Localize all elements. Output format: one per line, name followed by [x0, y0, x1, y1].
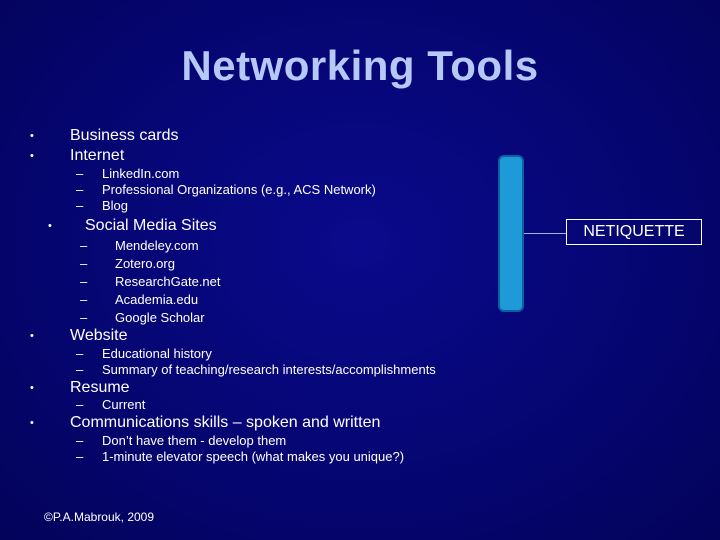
- netiquette-callout: NETIQUETTE: [566, 219, 702, 245]
- bullet-marker: •: [48, 220, 52, 232]
- slide-title: Networking Tools: [181, 42, 539, 89]
- communications-sub-develop: Don’t have them - develop them: [102, 433, 287, 448]
- copyright-footer: ©P.A.Mabrouk, 2009: [44, 510, 155, 524]
- item-internet: Internet: [70, 147, 125, 164]
- resume-sub-current: Current: [102, 397, 146, 412]
- dash-marker: –: [76, 362, 84, 377]
- dash-marker: –: [80, 292, 88, 307]
- item-business-cards: Business cards: [70, 127, 179, 144]
- item-resume: Resume: [70, 379, 130, 396]
- website-sub-education: Educational history: [102, 346, 212, 361]
- social-sub-zotero: Zotero.org: [115, 256, 175, 271]
- dash-marker: –: [80, 238, 88, 253]
- dash-marker: –: [76, 182, 84, 197]
- dash-marker: –: [80, 310, 88, 325]
- brace-shape: [498, 155, 524, 312]
- bullet-marker: •: [30, 130, 34, 142]
- social-sub-academia: Academia.edu: [115, 292, 199, 307]
- dash-marker: –: [76, 449, 84, 464]
- bullet-marker: •: [30, 417, 34, 429]
- dash-marker: –: [76, 433, 84, 448]
- dash-marker: –: [76, 198, 84, 213]
- dash-marker: –: [76, 166, 84, 181]
- bullet-marker: •: [30, 330, 34, 342]
- item-social-media: Social Media Sites: [85, 217, 217, 234]
- item-communications: Communications skills – spoken and writt…: [70, 414, 381, 431]
- bullet-marker: •: [30, 150, 34, 162]
- dash-marker: –: [76, 346, 84, 361]
- callout-connector-line: [524, 233, 566, 234]
- social-sub-mendeley: Mendeley.com: [115, 238, 199, 253]
- dash-marker: –: [80, 274, 88, 289]
- internet-sub-blog: Blog: [102, 198, 129, 213]
- website-sub-summary: Summary of teaching/research interests/a…: [102, 362, 436, 377]
- item-website: Website: [70, 327, 128, 344]
- dash-marker: –: [76, 397, 84, 412]
- communications-sub-elevator: 1-minute elevator speech (what makes you…: [102, 449, 405, 464]
- internet-sub-professional-orgs: Professional Organizations (e.g., ACS Ne…: [102, 182, 376, 197]
- social-sub-google-scholar: Google Scholar: [115, 310, 205, 325]
- bullet-marker: •: [30, 382, 34, 394]
- internet-sub-linkedin: LinkedIn.com: [102, 166, 180, 181]
- social-sub-researchgate: ResearchGate.net: [115, 274, 221, 289]
- dash-marker: –: [80, 256, 88, 271]
